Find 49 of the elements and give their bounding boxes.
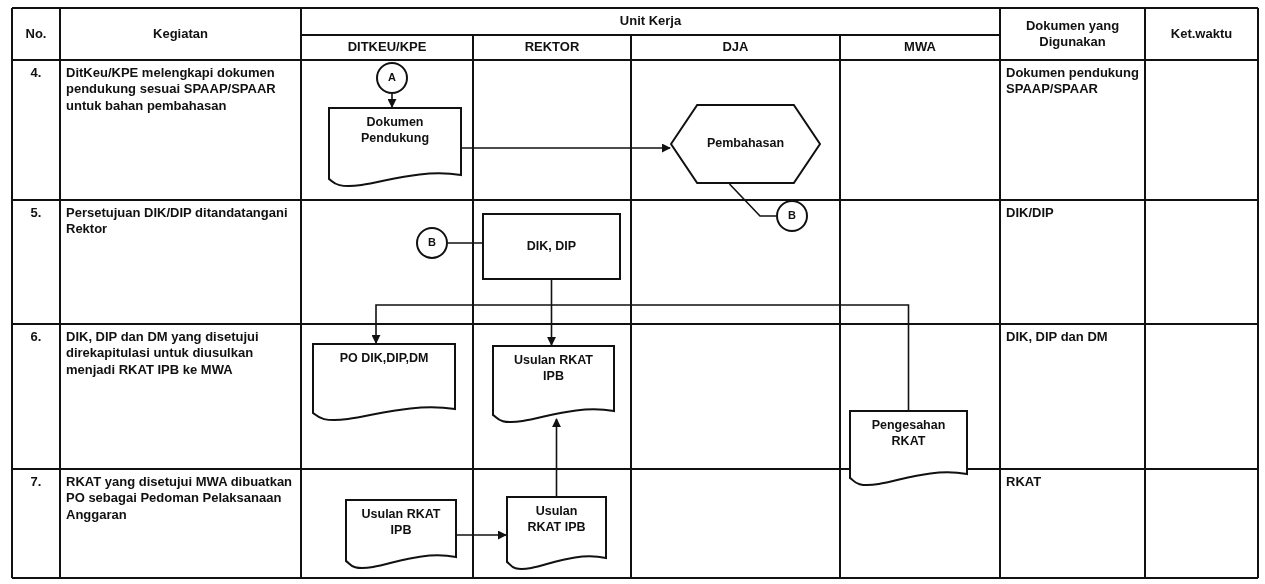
column-header: Dokumen yang Digunakan [1024, 16, 1121, 51]
column-header: REKTOR [523, 38, 581, 57]
node-label: Usulan RKAT IPB [513, 353, 594, 385]
node-label: Dokumen Pendukung [359, 115, 431, 147]
column-header: Unit Kerja [618, 12, 683, 31]
connector-circle [376, 62, 408, 94]
node-label: Usulan RKAT IPB [526, 504, 587, 536]
activity-text: DitKeu/KPE melengkapi dokumen pendukung sesuai SPAAP/SPAAR untuk bahan pembahasan [65, 64, 277, 115]
connector-arrow [547, 279, 556, 346]
column-header: No. [24, 24, 48, 43]
document-shape [328, 107, 462, 189]
node-label: DIK, DIP [526, 238, 577, 255]
connector-arrow [371, 304, 910, 411]
column-header: MWA [903, 38, 937, 57]
document-text: RKAT [1005, 473, 1043, 491]
node-label: A [388, 71, 396, 85]
node-label: Usulan RKAT IPB [360, 507, 442, 539]
connector-arrow [456, 530, 507, 540]
document-text: DIK, DIP dan DM [1005, 328, 1109, 346]
document-shape [345, 499, 457, 571]
document-text: Dokumen pendukung SPAAP/SPAAR [1005, 64, 1140, 99]
row-number: 4. [29, 64, 43, 82]
document-shape [312, 343, 456, 423]
document-shape [849, 410, 968, 488]
row-number: 6. [29, 328, 43, 346]
node-label: Pembahasan [706, 136, 785, 152]
row-number: 7. [29, 473, 43, 491]
column-header: DITKEU/KPE [346, 38, 428, 57]
column-header: DJA [721, 38, 750, 57]
document-text: DIK/DIP [1005, 204, 1055, 222]
activity-text: DIK, DIP dan DM yang disetujui direkapitulasi untuk diusulkan menjadi RKAT IPB ke MWA [65, 328, 260, 379]
process-box [482, 213, 621, 280]
preparation-hexagon [670, 104, 821, 184]
document-shape [506, 496, 607, 572]
connector-circle [416, 227, 448, 259]
activity-text: RKAT yang disetujui MWA dibuatkan PO sebagai Pedoman Pelaksanaan Anggaran [65, 473, 294, 524]
column-header: Ket.waktu [1169, 24, 1234, 43]
node-label: PO DIK,DIP,DM [339, 351, 429, 367]
connector-circle [776, 200, 808, 232]
activity-text: Persetujuan DIK/DIP ditandatangani Rektor [65, 204, 289, 239]
connector-arrow [461, 143, 671, 153]
node-label: Pengesahan RKAT [870, 418, 947, 450]
node-label: B [428, 236, 436, 250]
column-header: Kegiatan [152, 24, 209, 43]
node-label: B [788, 209, 796, 223]
row-number: 5. [29, 204, 43, 222]
connector-arrow [387, 93, 397, 108]
document-shape [492, 345, 615, 425]
connector-arrow [552, 418, 561, 497]
